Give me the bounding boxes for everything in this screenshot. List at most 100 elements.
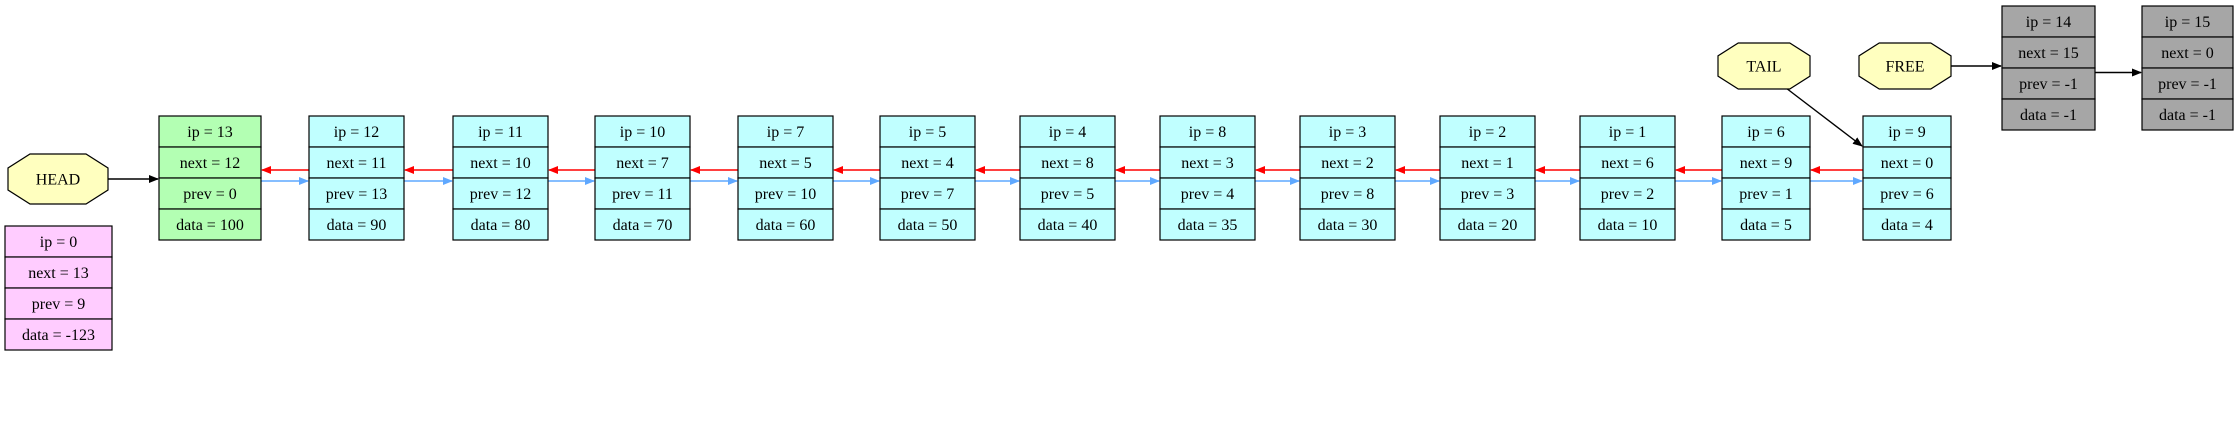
node-n6-next-cell	[1721, 146, 1811, 179]
node-n11-ip-text: ip = 11	[478, 124, 523, 141]
tail-label: TAIL	[1746, 59, 1781, 76]
node-n4-data-text: data = 40	[1038, 217, 1098, 234]
node-n5-data-cell	[879, 208, 976, 241]
node-n12-ip-cell	[308, 115, 405, 148]
node-n11-prev-cell	[452, 177, 549, 210]
node-n8-ip-text: ip = 8	[1189, 124, 1226, 141]
node-n14-data-text: data = -1	[2020, 107, 2077, 124]
node-n11-ip-cell	[452, 115, 549, 148]
node-n0-next-text: next = 13	[28, 265, 89, 282]
node-n1-next-text: next = 6	[1601, 155, 1654, 172]
node-n9-ip-text: ip = 9	[1888, 124, 1925, 141]
node-n9-prev-text: prev = 6	[1880, 186, 1933, 203]
node-n14: ip = 14 next = 15 prev = -1 data = -1	[2001, 5, 2096, 131]
node-n7-prev-cell	[737, 177, 834, 210]
node-n15-data-text: data = -1	[2159, 107, 2216, 124]
node-n7-prev-text: prev = 10	[755, 186, 816, 203]
node-n10-data-cell	[594, 208, 691, 241]
node-n10-prev-text: prev = 11	[612, 186, 673, 203]
head-label: HEAD	[36, 172, 80, 189]
node-n8-prev-text: prev = 4	[1181, 186, 1234, 203]
node-n1-ip-text: ip = 1	[1609, 124, 1646, 141]
node-n15-ip-text: ip = 15	[2165, 14, 2210, 31]
node-n2-prev-text: prev = 3	[1461, 186, 1514, 203]
node-n15-data-cell	[2141, 98, 2234, 131]
node-n14-next-text: next = 15	[2018, 45, 2079, 62]
node-n2-ip-text: ip = 2	[1469, 124, 1506, 141]
node-n13-data-text: data = 100	[176, 217, 244, 234]
node-n3-next-text: next = 2	[1321, 155, 1374, 172]
node-n14-prev-text: prev = -1	[2019, 76, 2078, 93]
node-n7-data-cell	[737, 208, 834, 241]
node-n9-next-text: next = 0	[1881, 155, 1934, 172]
node-n15: ip = 15 next = 0 prev = -1 data = -1	[2141, 5, 2234, 131]
node-n8-data-cell	[1159, 208, 1256, 241]
node-n8-ip-cell	[1159, 115, 1256, 148]
node-n1-prev-text: prev = 2	[1601, 186, 1654, 203]
head-marker: HEAD	[7, 153, 109, 205]
node-n9-next-cell	[1862, 146, 1952, 179]
node-n9-ip-cell	[1862, 115, 1952, 148]
node-n10-ip-cell	[594, 115, 691, 148]
node-n6-prev-cell	[1721, 177, 1811, 210]
node-n12-data-text: data = 90	[327, 217, 387, 234]
node-n12-data-cell	[308, 208, 405, 241]
node-n4-ip-text: ip = 4	[1049, 124, 1086, 141]
free-label: FREE	[1885, 59, 1924, 76]
node-n14-next-cell	[2001, 36, 2096, 69]
node-n0-ip-cell	[4, 225, 113, 258]
node-n14-ip-text: ip = 14	[2026, 14, 2071, 31]
node-n15-prev-cell	[2141, 67, 2234, 100]
node-n4-next-cell	[1019, 146, 1116, 179]
node-n15-next-cell	[2141, 36, 2234, 69]
markers-layer: HEAD TAIL FREE	[7, 42, 1952, 205]
node-n6-next-text: next = 9	[1740, 155, 1793, 172]
node-n8-data-text: data = 35	[1178, 217, 1238, 234]
node-n12-next-cell	[308, 146, 405, 179]
node-n8-next-cell	[1159, 146, 1256, 179]
node-n15-next-text: next = 0	[2161, 45, 2214, 62]
node-n13-prev-text: prev = 0	[183, 186, 236, 203]
node-n7-ip-cell	[737, 115, 834, 148]
node-n11-next-cell	[452, 146, 549, 179]
node-n14-data-cell	[2001, 98, 2096, 131]
node-n4-data-cell	[1019, 208, 1116, 241]
node-n4-next-text: next = 8	[1041, 155, 1094, 172]
node-n13-data-cell	[158, 208, 262, 241]
node-n10-next-text: next = 7	[616, 155, 669, 172]
node-n14-ip-cell	[2001, 5, 2096, 38]
node-n6-ip-text: ip = 6	[1747, 124, 1784, 141]
node-n6-ip-cell	[1721, 115, 1811, 148]
node-n4: ip = 4 next = 8 prev = 5 data = 40	[1019, 115, 1116, 241]
node-n3-data-cell	[1299, 208, 1396, 241]
node-n11-data-cell	[452, 208, 549, 241]
node-n11-next-text: next = 10	[470, 155, 531, 172]
node-n3-prev-text: prev = 8	[1321, 186, 1374, 203]
node-n15-prev-text: prev = -1	[2158, 76, 2217, 93]
node-n9-data-cell	[1862, 208, 1952, 241]
node-n4-ip-cell	[1019, 115, 1116, 148]
node-n3-data-text: data = 30	[1318, 217, 1378, 234]
node-n7-next-text: next = 5	[759, 155, 812, 172]
node-n5-ip-text: ip = 5	[909, 124, 946, 141]
node-n12-ip-text: ip = 12	[334, 124, 379, 141]
node-n4-prev-text: prev = 5	[1041, 186, 1094, 203]
node-n7-data-text: data = 60	[756, 217, 816, 234]
node-n2-data-text: data = 20	[1458, 217, 1518, 234]
free-marker: FREE	[1858, 42, 1952, 90]
node-n2-next-cell	[1439, 146, 1536, 179]
node-n4-prev-cell	[1019, 177, 1116, 210]
node-n0-ip-text: ip = 0	[40, 234, 77, 251]
tail-marker: TAIL	[1717, 42, 1811, 90]
